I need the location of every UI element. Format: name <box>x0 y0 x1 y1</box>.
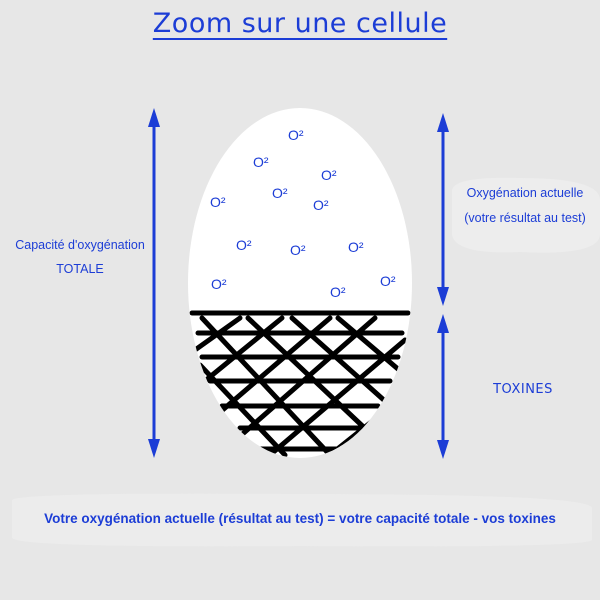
oxygen-molecule: O² <box>380 273 396 289</box>
oxygen-molecule: O² <box>288 127 304 143</box>
current-oxygenation-arrow <box>437 113 449 306</box>
total-capacity-label-line1: Capacité d'oxygénation <box>0 234 160 258</box>
oxygen-molecule: O² <box>253 154 269 170</box>
oxygen-molecule: O² <box>313 197 329 213</box>
toxins-arrow <box>437 314 449 459</box>
total-capacity-arrow <box>148 108 160 458</box>
total-capacity-label-line2: TOTALE <box>0 258 160 282</box>
current-oxygenation-label-line1: Oxygénation actuelle <box>450 181 600 206</box>
oxygen-molecule: O² <box>272 185 288 201</box>
oxygen-molecule: O² <box>348 239 364 255</box>
current-oxygenation-label-line2: (votre résultat au test) <box>450 206 600 231</box>
formula-text: Votre oxygénation actuelle (résultat au … <box>0 511 600 526</box>
oxygen-molecule: O² <box>211 276 227 292</box>
total-capacity-label: Capacité d'oxygénation TOTALE <box>0 234 160 282</box>
oxygen-molecule: O² <box>210 194 226 210</box>
oxygen-molecule: O² <box>290 242 306 258</box>
current-oxygenation-label: Oxygénation actuelle (votre résultat au … <box>450 181 600 231</box>
oxygen-molecule: O² <box>330 284 346 300</box>
oxygen-molecule: O² <box>321 167 337 183</box>
toxins-label: TOXINES <box>478 378 568 403</box>
oxygen-molecule: O² <box>236 237 252 253</box>
